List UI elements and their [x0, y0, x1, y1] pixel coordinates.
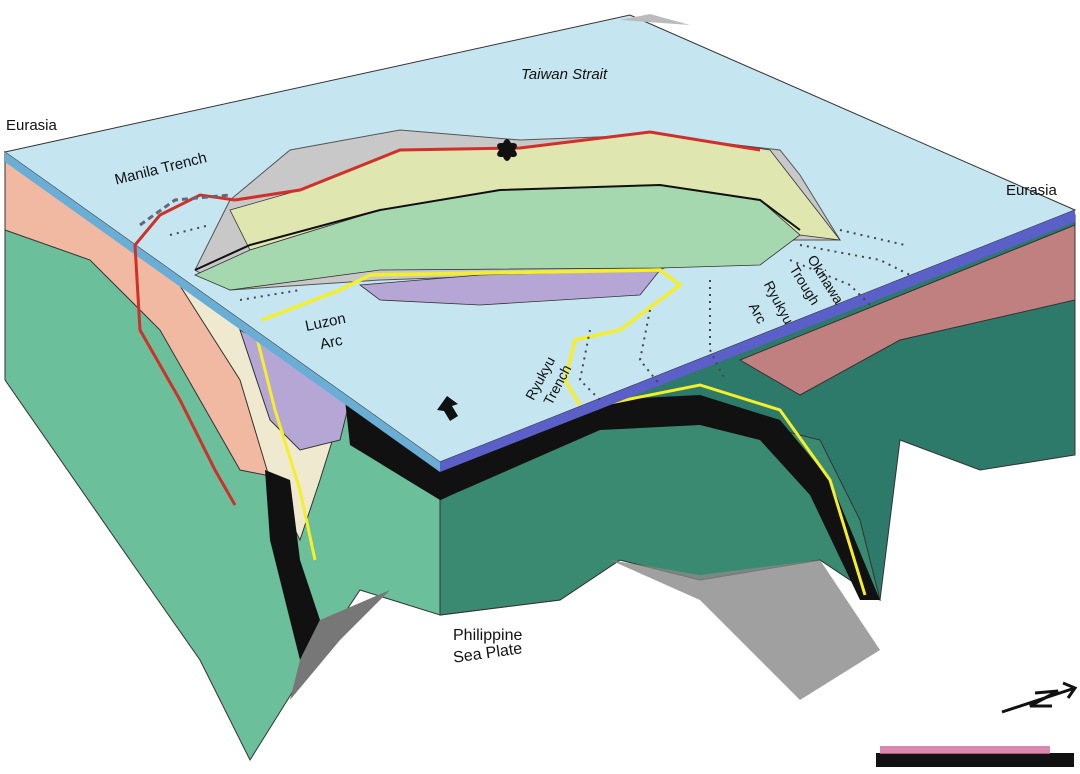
front-right-edge: [440, 210, 1075, 472]
yellow-line-left: [253, 329, 317, 561]
grey-underside-right: [610, 560, 880, 700]
right-face-crust: [738, 224, 1076, 396]
yellow-line-right: [599, 383, 867, 596]
manila-trench-dashed: [139, 193, 231, 227]
frontal-thrust: [234, 130, 761, 202]
grey-underside: [290, 590, 390, 700]
thrust-line: [194, 183, 801, 271]
label-taiwan-strait: Taiwan Strait: [521, 66, 608, 83]
scale-bar: [876, 753, 1074, 767]
epicenter-star-icon: [497, 139, 517, 161]
coastal-range: [358, 269, 661, 306]
label-eurasia-right: Eurasia: [1006, 182, 1057, 199]
plate-motion-arrow-icon: [437, 396, 458, 421]
luzon-arc-line: [261, 268, 683, 406]
label-philippine: Philippine: [453, 627, 523, 644]
grey-land-top: [620, 14, 690, 25]
scale-bar-highlight: [880, 746, 1050, 754]
label-eurasia-left: Eurasia: [6, 117, 57, 134]
north-arrow-icon: [1001, 681, 1078, 714]
slab-left: [265, 470, 320, 660]
front-left-edge: [5, 152, 440, 472]
dotted-lines: [169, 224, 911, 401]
